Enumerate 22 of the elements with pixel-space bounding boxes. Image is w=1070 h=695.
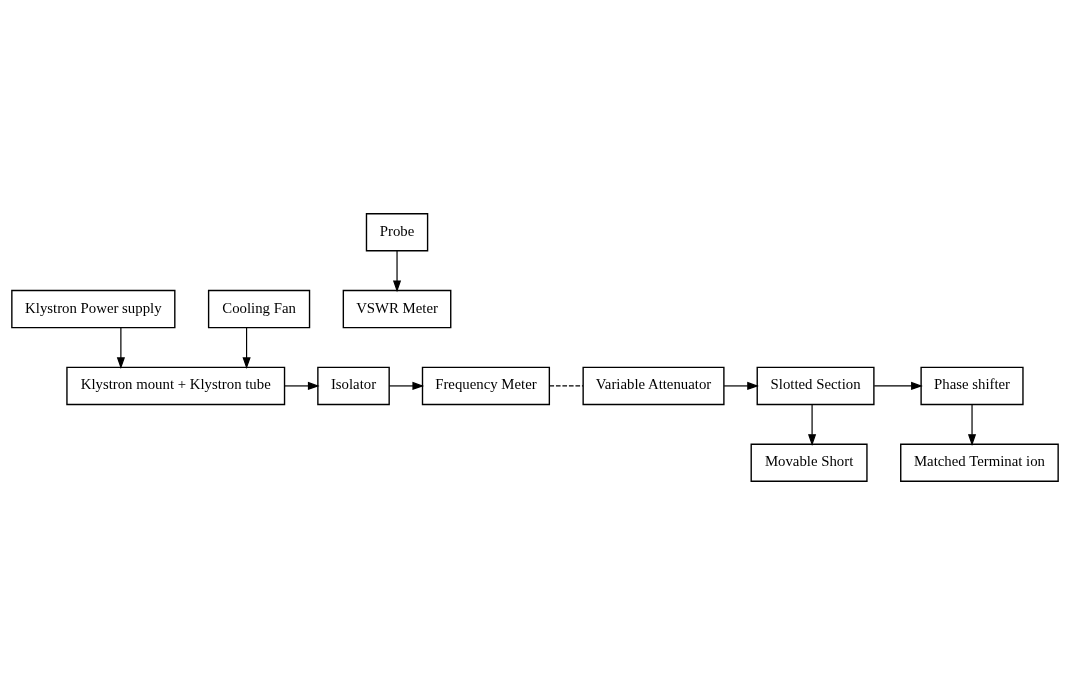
node-box: Movable Short <box>750 443 868 482</box>
arrow <box>388 381 425 390</box>
arrow <box>116 327 125 370</box>
node-box: VSWR Meter <box>342 289 452 329</box>
node-box: Phase shifter <box>920 366 1024 406</box>
arrow <box>242 327 251 370</box>
node-box: Probe <box>365 213 429 252</box>
node-box: Klystron mount + Klystron tube <box>66 366 286 406</box>
arrow <box>808 403 817 446</box>
node-box: Slotted Section <box>756 366 875 406</box>
node-box: Isolator <box>317 366 390 406</box>
arrow <box>284 381 320 390</box>
node-box: Variable Attenuator <box>582 366 725 406</box>
connector <box>548 385 584 387</box>
node-box: Cooling Fan <box>207 289 311 329</box>
node-box: Klystron Power supply <box>11 289 176 329</box>
arrow <box>873 381 923 390</box>
arrow <box>967 403 977 446</box>
arrow <box>392 250 402 293</box>
node-box: Matched Terminat ion <box>900 443 1059 482</box>
node-box: Frequency Meter <box>421 366 551 406</box>
arrow <box>723 381 759 390</box>
